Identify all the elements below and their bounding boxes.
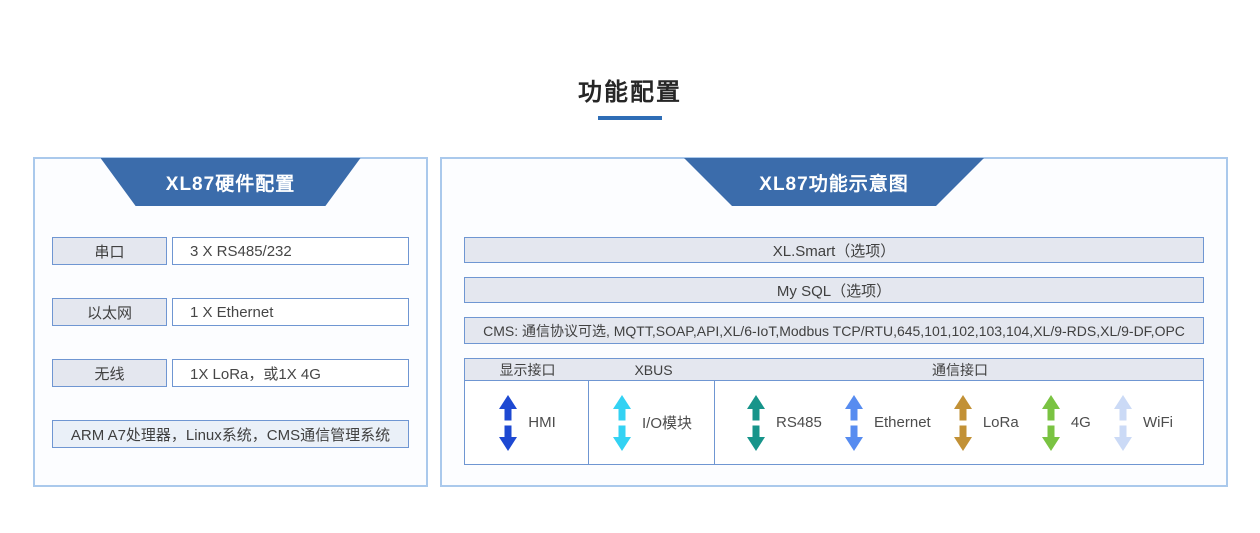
page-header: 功能配置 <box>0 72 1260 120</box>
hardware-config-panel: XL87硬件配置 串口 3 X RS485/232 以太网 1 X Ethern… <box>33 157 428 487</box>
interface-table: 显示接口 XBUS 通信接口 HMI <box>464 358 1204 465</box>
ethernet-if-label: Ethernet <box>874 414 931 431</box>
platform-summary: ARM A7处理器，Linux系统，CMS通信管理系统 <box>52 420 409 448</box>
hardware-row-serial: 串口 3 X RS485/232 <box>52 237 409 265</box>
wireless-label: 无线 <box>52 359 167 387</box>
header-xbus: XBUS <box>634 361 673 378</box>
ethernet-label: 以太网 <box>52 298 167 326</box>
double-arrow-icon <box>499 394 518 451</box>
header-comm-interface: 通信接口 <box>932 361 988 378</box>
cms-protocols-bar: CMS: 通信协议可选, MQTT,SOAP,API,XL/6-IoT,Modb… <box>464 317 1204 344</box>
wifi-interface: WiFi <box>1112 394 1173 451</box>
hmi-interface: HMI <box>497 394 556 451</box>
double-arrow-icon <box>747 394 765 451</box>
header-display-interface: 显示接口 <box>499 361 556 378</box>
io-module-interface: I/O模块 <box>611 394 692 451</box>
xbus-cell: I/O模块 <box>588 381 715 465</box>
function-diagram: XL.Smart（选项） My SQL（选项） CMS: 通信协议可选, MQT… <box>442 159 1226 465</box>
hardware-rows: 串口 3 X RS485/232 以太网 1 X Ethernet 无线 1X … <box>35 159 426 448</box>
double-arrow-icon <box>612 394 631 451</box>
function-panel-title: XL87功能示意图 <box>684 158 984 206</box>
ethernet-interface: Ethernet <box>843 394 931 451</box>
lora-interface: LoRa <box>952 394 1019 451</box>
function-diagram-panel: XL87功能示意图 XL.Smart（选项） My SQL（选项） CMS: 通… <box>440 157 1228 487</box>
double-arrow-icon <box>1113 394 1132 451</box>
hardware-row-wireless: 无线 1X LoRa，或1X 4G <box>52 359 409 387</box>
comm-interface-cell: RS485 Ethernet <box>714 381 1204 465</box>
mysql-bar: My SQL（选项） <box>464 277 1204 303</box>
interface-table-header: 显示接口 XBUS 通信接口 <box>464 358 1204 381</box>
serial-label: 串口 <box>52 237 167 265</box>
lora-label: LoRa <box>982 414 1019 431</box>
xlsmart-bar: XL.Smart（选项） <box>464 237 1204 263</box>
double-arrow-icon <box>845 394 863 451</box>
display-interface-cell: HMI <box>464 381 589 465</box>
fourg-label: 4G <box>1070 414 1091 431</box>
ethernet-value: 1 X Ethernet <box>172 298 409 326</box>
hardware-panel-title: XL87硬件配置 <box>100 158 361 206</box>
hmi-label: HMI <box>528 414 556 431</box>
wireless-value: 1X LoRa，或1X 4G <box>172 359 409 387</box>
interface-table-cells: HMI I/O模块 <box>464 381 1204 465</box>
double-arrow-icon <box>953 394 972 451</box>
panels-container: XL87硬件配置 串口 3 X RS485/232 以太网 1 X Ethern… <box>33 157 1228 487</box>
hardware-row-ethernet: 以太网 1 X Ethernet <box>52 298 409 326</box>
rs485-interface: RS485 <box>745 394 822 451</box>
page-title: 功能配置 <box>578 79 682 106</box>
wifi-label: WiFi <box>1142 414 1173 431</box>
double-arrow-icon <box>1041 394 1060 451</box>
serial-value: 3 X RS485/232 <box>172 237 409 265</box>
title-underline <box>598 116 662 120</box>
io-module-label: I/O模块 <box>641 415 692 432</box>
rs485-label: RS485 <box>776 414 822 431</box>
fourg-interface: 4G <box>1040 394 1091 451</box>
